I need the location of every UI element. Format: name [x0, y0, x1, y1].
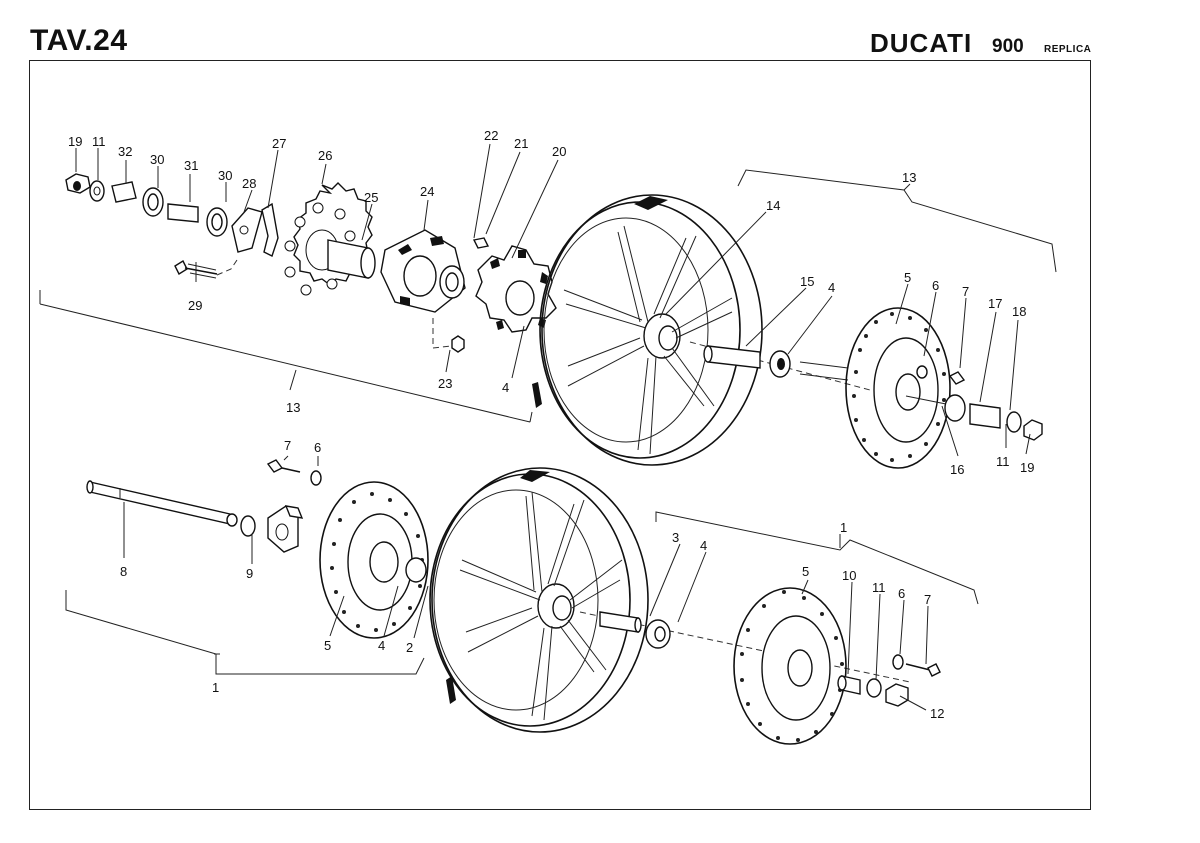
page-title: TAV.24: [30, 24, 128, 57]
callout-27: 27: [272, 136, 286, 151]
front-axle-left-parts: [86, 459, 322, 553]
rear-sprocket: [261, 182, 376, 296]
callout-5: 5: [802, 564, 809, 579]
callout-14: 14: [766, 198, 780, 213]
callout-6: 6: [898, 586, 905, 601]
callout-7: 7: [284, 438, 291, 453]
callout-20: 20: [552, 144, 566, 159]
rear-axle-right-parts: [703, 307, 1043, 469]
callout-4: 4: [378, 638, 385, 653]
callout-6: 6: [932, 278, 939, 293]
callout-4: 4: [828, 280, 835, 295]
callout-labels: 19 11 32 30 31 30 28 27 26 25 24 22 21 2…: [68, 128, 1034, 721]
callout-8: 8: [120, 564, 127, 579]
callout-1: 1: [840, 520, 847, 535]
callout-16: 16: [950, 462, 964, 477]
callout-6: 6: [314, 440, 321, 455]
callout-18: 18: [1012, 304, 1026, 319]
callout-28: 28: [242, 176, 256, 191]
callout-11: 11: [92, 134, 106, 149]
callout-19: 19: [68, 134, 82, 149]
front-brackets: [65, 511, 979, 675]
callout-12: 12: [930, 706, 944, 721]
callout-1: 1: [212, 680, 219, 695]
callout-4: 4: [700, 538, 707, 553]
front-axle-right-parts: [599, 587, 941, 745]
callout-25: 25: [364, 190, 378, 205]
callout-13: 13: [286, 400, 300, 415]
callout-9: 9: [246, 566, 253, 581]
callout-21: 21: [514, 136, 528, 151]
callout-3: 3: [672, 530, 679, 545]
callout-7: 7: [924, 592, 931, 607]
callout-2: 2: [406, 640, 413, 655]
drawing-frame: [29, 60, 1091, 810]
callout-30: 30: [218, 168, 232, 183]
callout-10: 10: [842, 568, 856, 583]
callout-17: 17: [988, 296, 1002, 311]
rear-brackets: [39, 169, 1057, 423]
rear-wheel: [532, 194, 871, 466]
callout-5: 5: [904, 270, 911, 285]
callout-29: 29: [188, 298, 202, 313]
front-wheel: [429, 467, 911, 733]
callout-11: 11: [996, 454, 1010, 469]
callout-26: 26: [318, 148, 332, 163]
callout-13: 13: [902, 170, 916, 185]
callout-24: 24: [420, 184, 434, 199]
brand-name: DUCATI: [870, 30, 972, 56]
callout-11: 11: [872, 580, 886, 595]
callout-32: 32: [118, 144, 132, 159]
callout-4: 4: [502, 380, 509, 395]
callout-31: 31: [184, 158, 198, 173]
callout-15: 15: [800, 274, 814, 289]
callout-22: 22: [484, 128, 498, 143]
front-left-disc: [319, 481, 429, 639]
callout-30: 30: [150, 152, 164, 167]
brand-model: 900: [992, 36, 1024, 56]
leader-lines: [75, 143, 1031, 711]
callout-23: 23: [438, 376, 452, 391]
callout-5: 5: [324, 638, 331, 653]
ducati-logo: DUCATI 900 REPLICA: [870, 30, 1091, 56]
rear-cush-drive: [380, 229, 557, 353]
brand-model-suffix: REPLICA: [1044, 44, 1091, 55]
rear-axle-left-parts: [65, 173, 263, 279]
callout-7: 7: [962, 284, 969, 299]
callout-19: 19: [1020, 460, 1034, 475]
